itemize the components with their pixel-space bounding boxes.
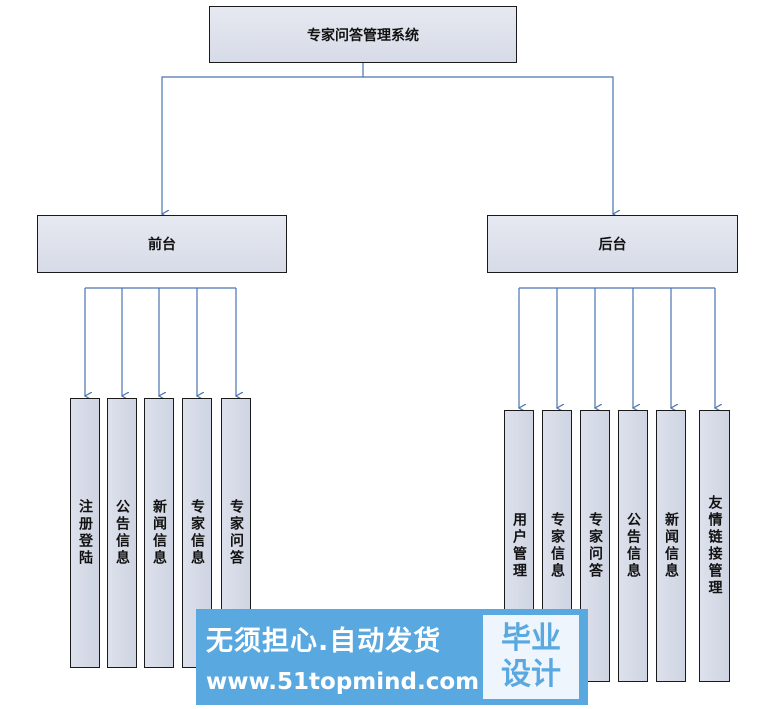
front-child-label: 专家信息 — [189, 499, 205, 567]
back-child-notice: 公告信息 — [618, 410, 648, 682]
front-child-news: 新闻信息 — [144, 398, 174, 668]
back-child-label: 公告信息 — [625, 512, 641, 580]
back-child-label: 专家信息 — [549, 512, 565, 580]
root-label: 专家问答管理系统 — [307, 27, 419, 44]
back-child-news: 新闻信息 — [656, 410, 686, 682]
root-connector — [363, 76, 613, 214]
front-child-label: 专家问答 — [228, 499, 244, 567]
front-label: 前台 — [148, 237, 176, 253]
root-connector — [162, 62, 364, 214]
watermark-slogan: 无须担心.自动发货 — [206, 626, 442, 657]
watermark-text-panel: 无须担心.自动发货 www.51topmind.com — [196, 609, 480, 705]
back-child-label: 友情链接管理 — [706, 495, 723, 597]
back-child-label: 专家问答 — [587, 512, 603, 580]
front-child-register: 注册登陆 — [70, 398, 100, 668]
watermark-badge-line2: 设计 — [501, 657, 561, 692]
watermark-url: www.51topmind.com — [206, 669, 480, 695]
back-child-links: 友情链接管理 — [699, 410, 730, 682]
back-child-label: 用户管理 — [511, 512, 527, 580]
back-label: 后台 — [598, 237, 627, 253]
front-child-label: 新闻信息 — [151, 499, 167, 567]
back-child-label: 新闻信息 — [663, 512, 679, 580]
front-child-notice: 公告信息 — [107, 398, 137, 668]
watermark-banner: 无须担心.自动发货 www.51topmind.com 毕业 设计 — [196, 609, 588, 705]
root-node: 专家问答管理系统 — [209, 6, 517, 63]
watermark-badge: 毕业 设计 — [483, 615, 579, 699]
front-child-label: 公告信息 — [114, 499, 130, 567]
front-child-label: 注册登陆 — [77, 499, 93, 567]
back-node: 后台 — [487, 215, 738, 273]
watermark-badge-line1: 毕业 — [501, 621, 561, 656]
front-node: 前台 — [37, 215, 287, 273]
